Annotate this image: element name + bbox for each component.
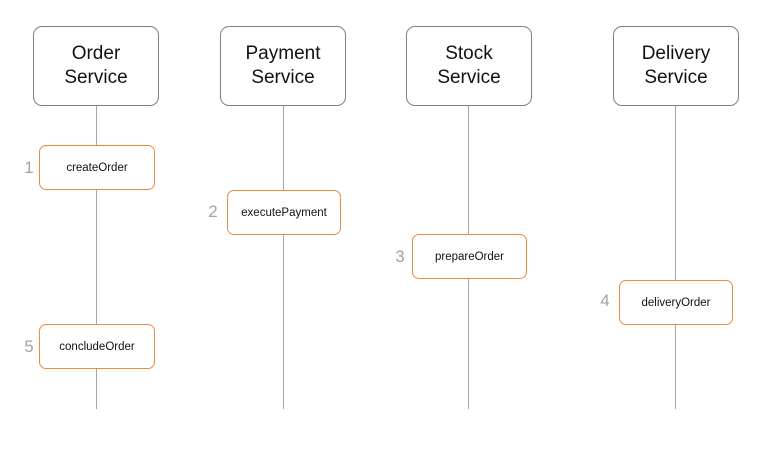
step-box-create-order: createOrder [39,145,155,190]
step-number-5: 5 [24,337,34,356]
lifeline-delivery-service [675,106,676,409]
step-box-prepare-order: prepareOrder [412,234,527,279]
step-box-conclude-order: concludeOrder [39,324,155,369]
step-label: concludeOrder [59,340,135,353]
step-label: createOrder [66,161,128,174]
step-number-3: 3 [395,247,405,266]
lifeline-order-service [96,106,97,409]
step-number-1: 1 [24,158,34,177]
step-box-execute-payment: executePayment [227,190,341,235]
order-service-box: Order Service [33,26,159,106]
step-label: prepareOrder [434,250,505,263]
stock-service-box: Stock Service [406,26,532,106]
payment-service-box: Payment Service [220,26,346,106]
service-name-line2: Service [437,67,501,88]
step-box-delivery-order: deliveryOrder [619,280,733,325]
step-label: executePayment [241,206,327,219]
service-name-line2: Service [644,67,708,88]
delivery-service-box: Delivery Service [613,26,739,106]
step-number-2: 2 [208,202,218,221]
service-name-line1: Order [71,43,121,64]
service-name-line2: Service [251,67,315,88]
service-name-line2: Service [64,67,128,88]
step-number-4: 4 [600,291,610,310]
service-name-line1: Delivery [641,43,711,64]
step-label: deliveryOrder [641,296,711,309]
service-name-line1: Stock [445,43,493,64]
service-name-line1: Payment [245,43,321,64]
lifeline-payment-service [283,106,284,409]
